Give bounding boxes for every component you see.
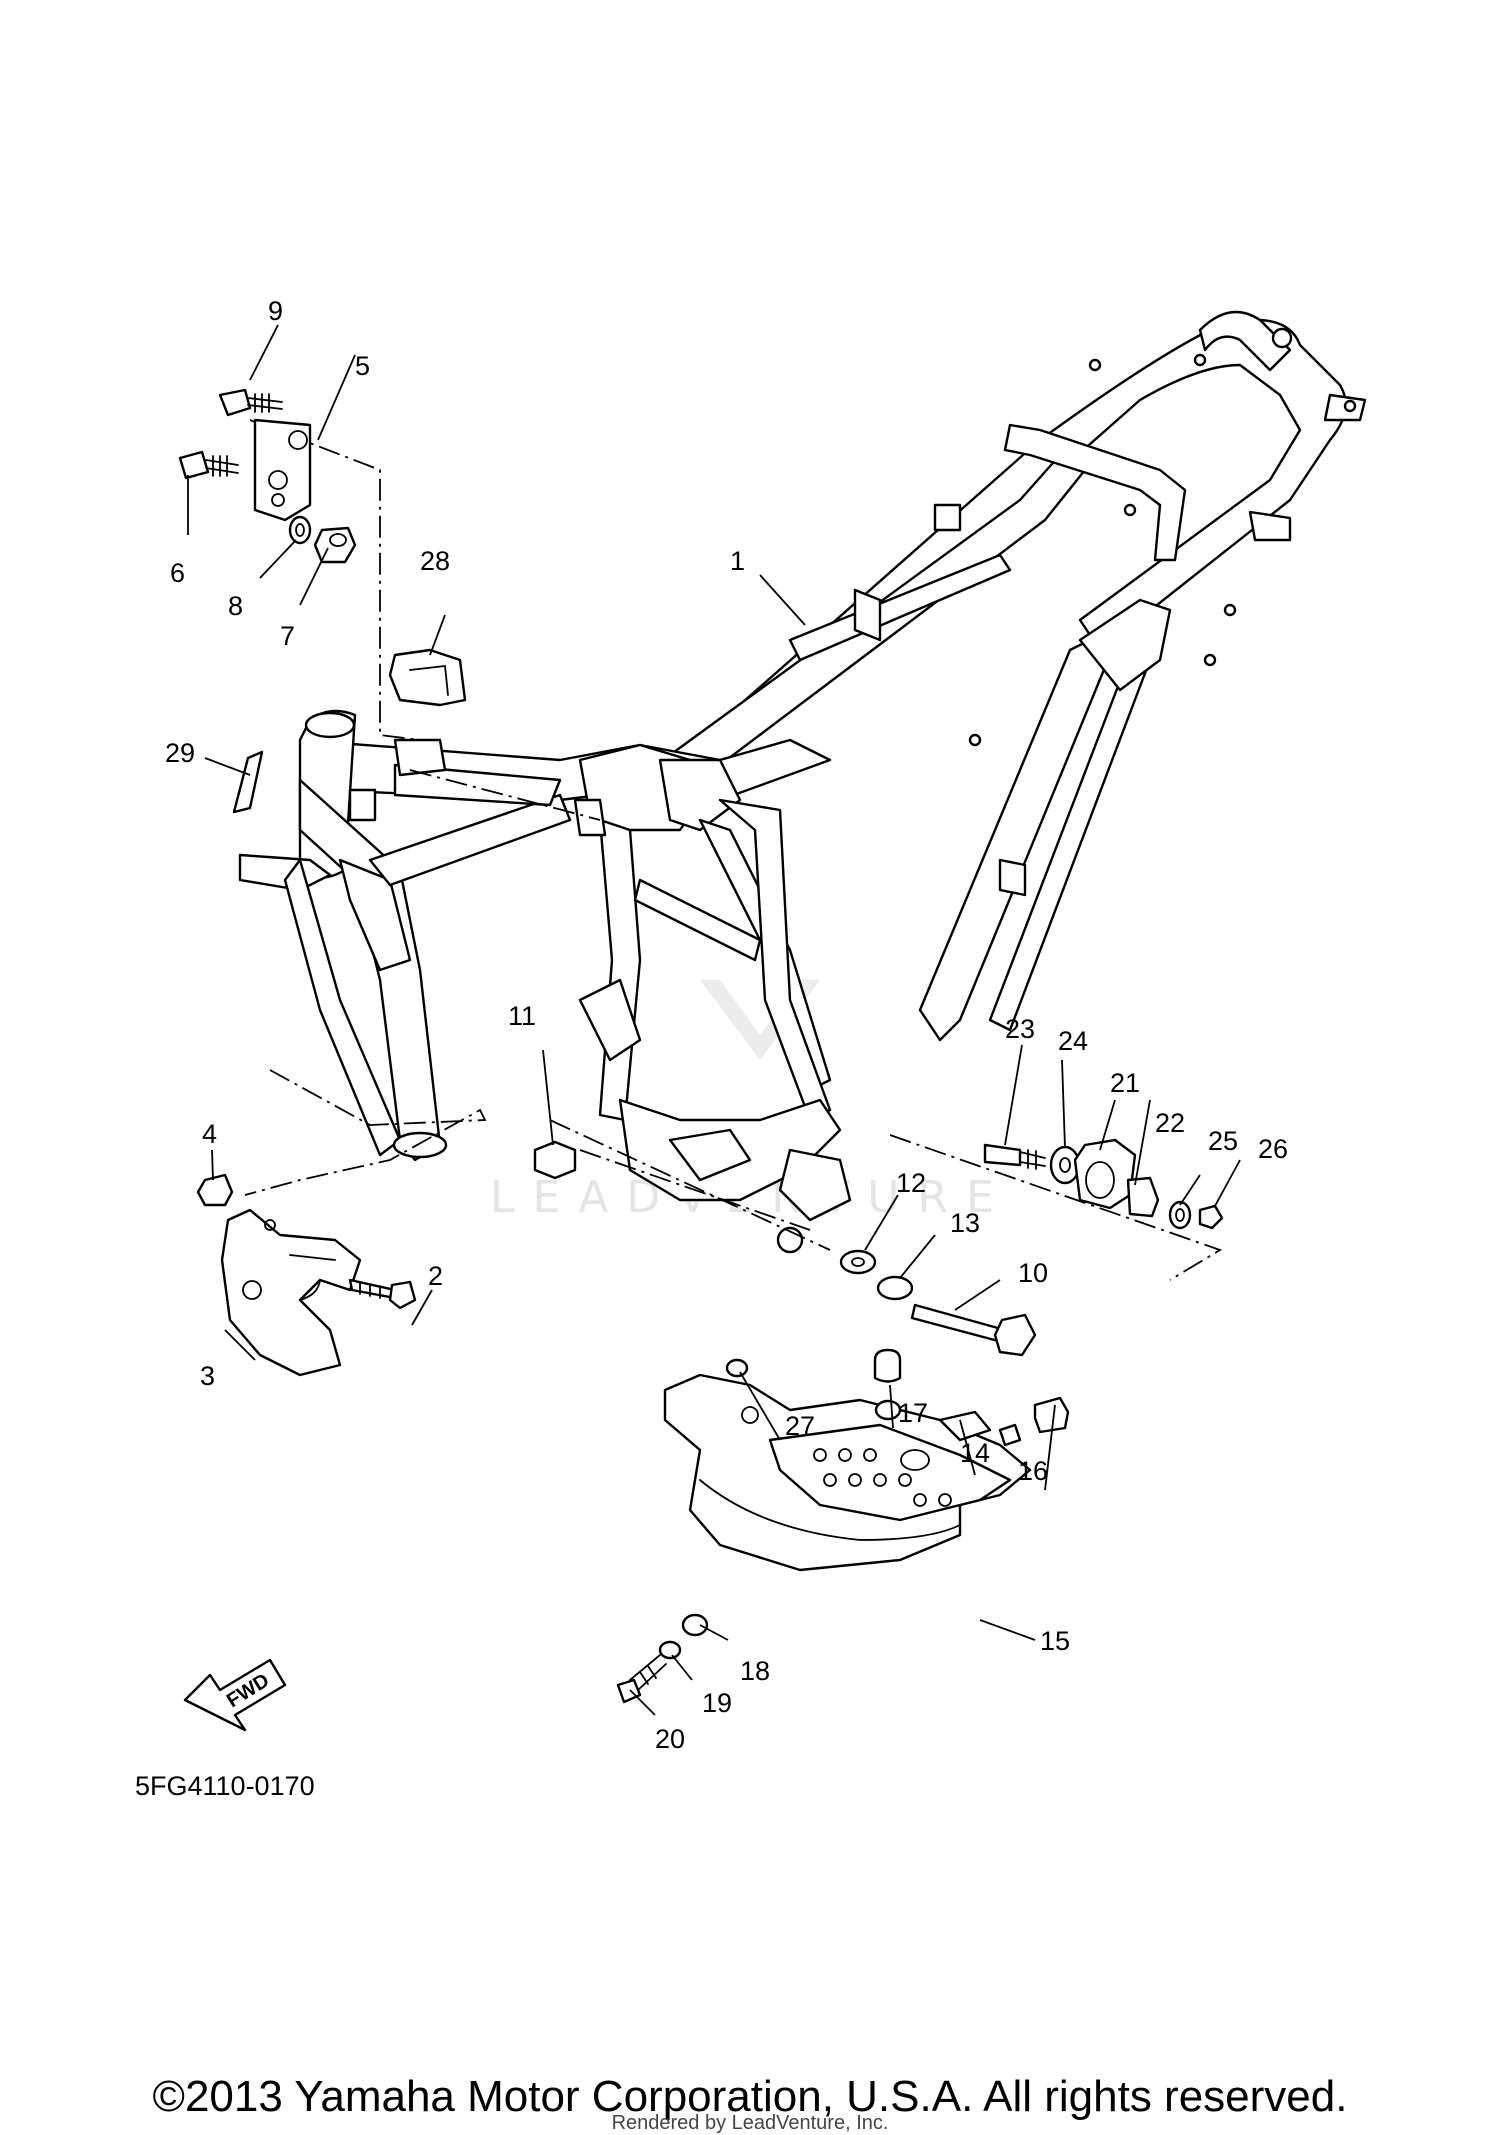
callout-26: 26 (1258, 1134, 1288, 1164)
callout-15: 15 (1040, 1626, 1070, 1656)
upper-bracket-group (178, 388, 357, 564)
callout-16: 16 (1018, 1456, 1048, 1486)
main-frame (238, 310, 1367, 1254)
callout-labels: 1 2 3 4 5 6 7 8 9 10 11 12 13 14 15 16 1… (135, 296, 1288, 1801)
callout-19: 19 (702, 1688, 732, 1718)
callout-8: 8 (228, 591, 243, 621)
callout-1: 1 (730, 546, 745, 576)
callout-12: 12 (896, 1168, 926, 1198)
assembly-lines (244, 419, 1223, 1281)
callout-10: 10 (1018, 1258, 1048, 1288)
callout-6: 6 (170, 558, 185, 588)
callout-13: 13 (950, 1208, 980, 1238)
callout-22: 22 (1155, 1108, 1185, 1138)
callout-9: 9 (268, 296, 283, 326)
callout-20: 20 (655, 1724, 685, 1754)
callout-3: 3 (200, 1361, 215, 1391)
callout-21: 21 (1110, 1068, 1140, 1098)
clip-28 (388, 648, 467, 707)
callout-2: 2 (428, 1261, 443, 1291)
callout-25: 25 (1208, 1126, 1238, 1156)
skid-plate-group (616, 1348, 1070, 1704)
callout-17: 17 (898, 1398, 928, 1428)
callout-27: 27 (785, 1411, 815, 1441)
label-29 (232, 750, 264, 814)
rendered-by-credit: Rendered by LeadVenture, Inc. (611, 2112, 889, 2134)
callout-28: 28 (420, 546, 450, 576)
engine-bracket-group (196, 1173, 417, 1377)
callout-29: 29 (165, 738, 195, 768)
callout-14: 14 (960, 1438, 990, 1468)
callout-18: 18 (740, 1656, 770, 1686)
callout-7: 7 (280, 621, 295, 651)
copyright-notice: ©2013 Yamaha Motor Corporation, U.S.A. A… (152, 2072, 1348, 2121)
callout-11: 11 (508, 1001, 536, 1031)
diagram-code: 5FG4110-0170 (135, 1771, 315, 1801)
callout-5: 5 (355, 351, 370, 381)
fwd-arrow-icon: FWD (183, 1658, 287, 1732)
callout-23: 23 (1005, 1014, 1035, 1044)
callout-4: 4 (202, 1119, 217, 1149)
pivot-hardware-group (533, 1138, 1224, 1357)
callout-24: 24 (1058, 1026, 1088, 1056)
leader-lines (187, 324, 1241, 1716)
